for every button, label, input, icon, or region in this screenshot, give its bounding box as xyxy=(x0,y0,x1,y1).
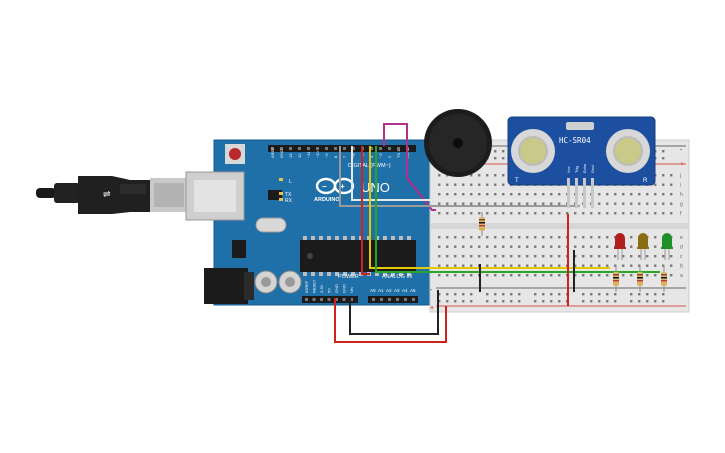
analog-label: ANALOG IN xyxy=(382,274,412,280)
rail-minus-label-bottom: - xyxy=(430,287,433,294)
resistor xyxy=(613,266,619,292)
usb-icon: ⇌ xyxy=(103,189,111,199)
row-letter: g xyxy=(680,202,683,208)
digital-pin-label: ~3 xyxy=(378,153,383,158)
power-pin-label: 5V xyxy=(327,288,332,293)
rail-plus-label-bottom: + xyxy=(430,305,434,312)
wire-green xyxy=(375,146,660,273)
analog-pin-label: A1 xyxy=(378,288,384,293)
analog-pin-label: A3 xyxy=(394,288,400,293)
row-letter: e xyxy=(680,235,683,241)
digital-pin-label: ~10 xyxy=(315,150,320,158)
rail-minus-label: - xyxy=(680,147,683,154)
row-letter: b xyxy=(680,264,683,270)
rail-plus-label: + xyxy=(680,161,684,168)
svg-text:−: − xyxy=(322,182,327,191)
reset-button[interactable] xyxy=(229,148,241,160)
piezo-buzzer xyxy=(424,109,492,177)
wire-gray xyxy=(339,146,580,207)
leds xyxy=(614,233,673,260)
digital-pin-label: ~11 xyxy=(306,151,311,158)
wire-red-signal xyxy=(361,146,370,275)
sensor-pin-label: Trig xyxy=(574,166,579,173)
board-brand: ARDUINO xyxy=(314,197,340,203)
power-pin-label: 3.3V xyxy=(319,284,324,293)
resistor xyxy=(637,266,643,292)
sensor-label: HC-SR04 xyxy=(559,136,591,145)
analog-pin-label: A5 xyxy=(410,288,416,293)
analog-pin-label: A0 xyxy=(370,288,376,293)
digital-pin-label: AREF xyxy=(270,147,275,158)
power-pin-label: Vin xyxy=(349,287,354,293)
sensor-pin-label: Vcc xyxy=(566,166,571,173)
digital-pin-label: ~6 xyxy=(351,153,356,158)
row-letter: a xyxy=(680,273,683,279)
resistor xyxy=(479,212,485,236)
digital-header xyxy=(268,145,416,152)
analog-pin-label: A4 xyxy=(402,288,408,293)
row-letter: f xyxy=(680,211,682,217)
sensor-pin-label: Echo xyxy=(582,163,587,173)
power-pin-label: GND xyxy=(334,284,339,293)
sensor-t-label: T xyxy=(515,178,519,184)
wires xyxy=(334,123,660,343)
digital-pin-label: 7 xyxy=(342,155,347,158)
digital-pin-label: TX 1 xyxy=(396,149,401,158)
digital-pin-label: ~9 xyxy=(324,153,329,158)
sensor-pin-label: Gnd xyxy=(590,165,595,173)
tx-label: TX xyxy=(285,192,292,198)
power-pin-label: RESET xyxy=(312,279,317,293)
digital-pin-label: GND xyxy=(279,149,284,158)
row-letter: c xyxy=(680,254,683,260)
analog-header xyxy=(368,296,418,303)
rx-label: RX xyxy=(285,198,293,204)
power-pin-label: IOREF xyxy=(304,280,309,293)
wire-magenta xyxy=(383,123,436,211)
wire-white xyxy=(351,146,590,201)
power-label: POWER xyxy=(338,274,359,280)
sensor-r-label: R xyxy=(643,178,648,184)
row-letter: j xyxy=(679,173,681,179)
digital-pin-label: 2 xyxy=(387,155,392,158)
row-letter: d xyxy=(680,245,683,251)
digital-pin-label: 8 xyxy=(333,155,338,158)
led-3 xyxy=(661,233,673,260)
digital-pin-label: 12 xyxy=(297,153,302,158)
wire-black-ground xyxy=(349,290,439,335)
led-1 xyxy=(614,233,626,260)
wire-red-power xyxy=(334,298,447,343)
row-letter: i xyxy=(680,183,681,189)
led-2 xyxy=(637,233,649,260)
led-l-label: L xyxy=(289,179,292,185)
svg-text:+: + xyxy=(340,182,345,191)
analog-pin-label: A2 xyxy=(386,288,392,293)
usb-cable: ⇌ xyxy=(36,176,188,214)
power-pin-label: GND xyxy=(342,284,347,293)
resistors xyxy=(479,212,667,292)
wire-yellow xyxy=(369,146,610,269)
row-letter: h xyxy=(680,192,683,198)
digital-pin-label: 4 xyxy=(369,155,374,158)
resistor xyxy=(661,266,667,292)
digital-pin-label: 13 xyxy=(288,153,293,158)
